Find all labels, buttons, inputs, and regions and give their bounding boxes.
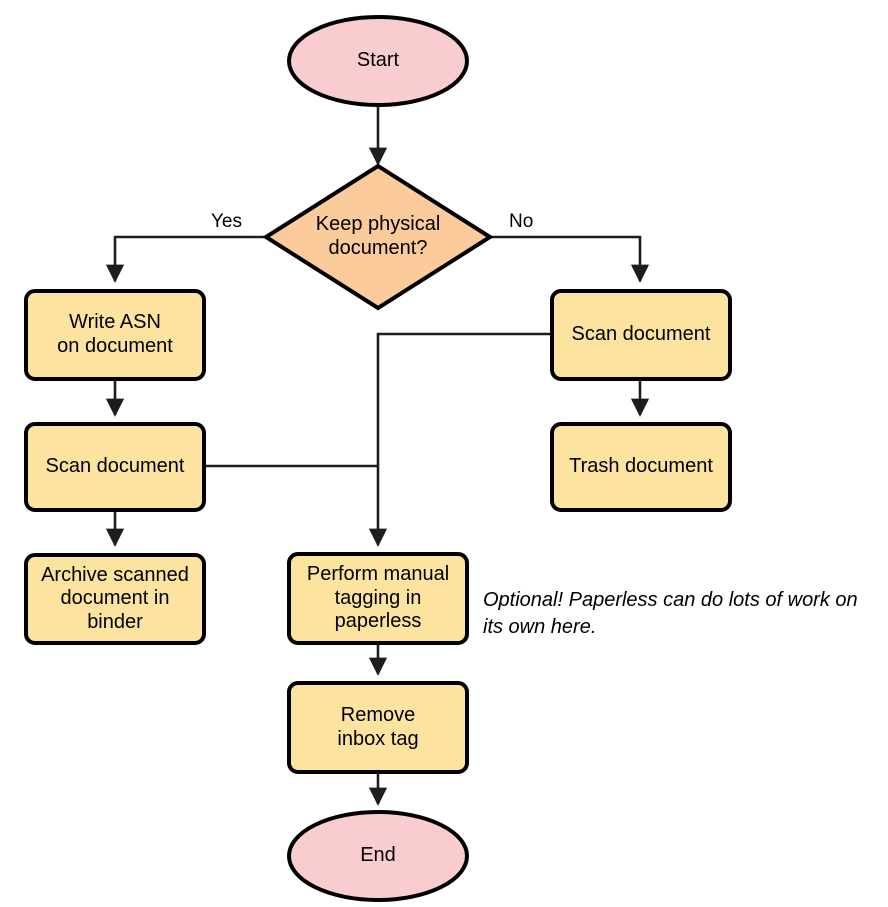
connector-group bbox=[105, 105, 650, 806]
edge-scan-right-to-tagging bbox=[368, 332, 552, 547]
edge-label-no: No bbox=[509, 211, 534, 232]
edge-decision-yes-to-write-asn bbox=[105, 235, 267, 283]
node-scan-document-left[interactable] bbox=[24, 422, 206, 512]
node-end[interactable] bbox=[287, 810, 469, 902]
edge-decision-no-to-scan-right bbox=[489, 235, 650, 283]
optional-note: Optional! Paperless can do lots of work … bbox=[483, 589, 858, 638]
node-perform-manual-tagging[interactable] bbox=[287, 552, 469, 645]
node-scan-document-right[interactable] bbox=[550, 289, 732, 381]
node-write-asn[interactable] bbox=[24, 289, 206, 381]
node-trash-document[interactable] bbox=[550, 422, 732, 512]
node-remove-inbox-tag[interactable] bbox=[287, 681, 469, 774]
edge-label-yes: Yes bbox=[211, 211, 242, 232]
node-archive-scanned-document[interactable] bbox=[24, 553, 206, 645]
node-decision-keep-physical-document[interactable] bbox=[262, 163, 494, 311]
node-start[interactable] bbox=[287, 15, 469, 107]
